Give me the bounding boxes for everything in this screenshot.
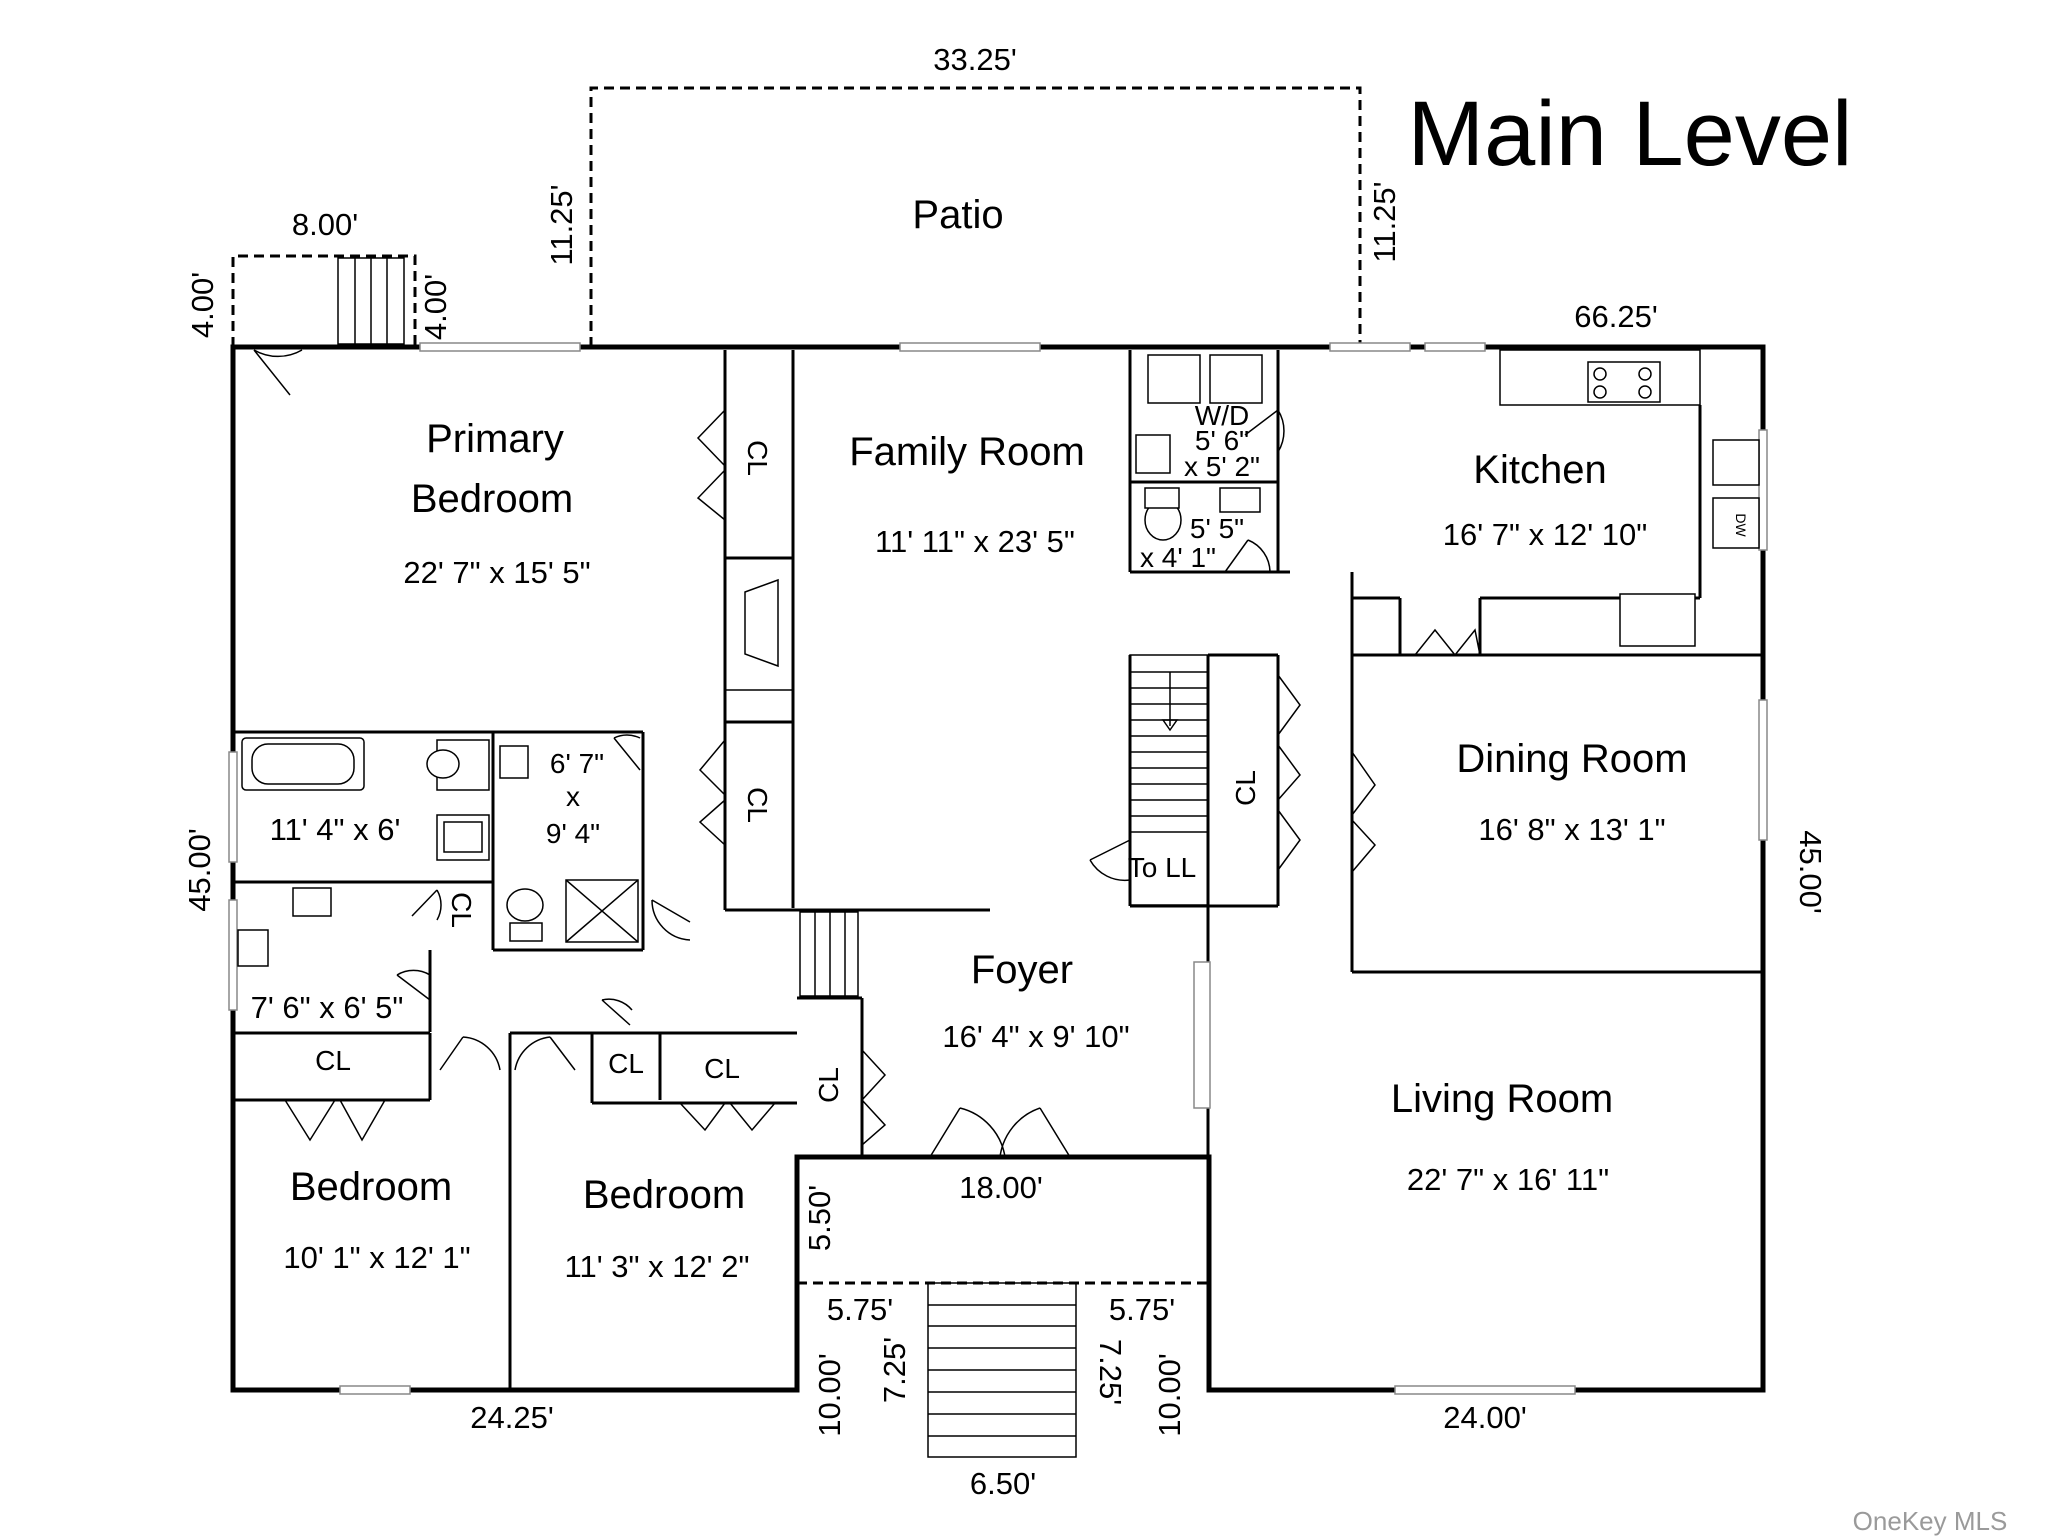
primary-bath-size: 11' 4" x 6': [270, 812, 401, 847]
laundry-size-line2: x 5' 2": [1184, 451, 1260, 482]
closet-label: CL: [704, 1053, 740, 1084]
patio-outline: [589, 86, 1362, 347]
dim-stair-depth-left: 7.25': [877, 1337, 912, 1403]
windows: [228, 342, 1768, 1395]
bedroom-3-size: 11' 3" x 12' 2": [565, 1249, 750, 1284]
closet-label: CL: [1230, 770, 1261, 806]
primary-bedroom-name-line1: Primary: [426, 417, 564, 461]
dim-house-width-top: 66.25': [1574, 299, 1658, 334]
dim-entry-width: 18.00': [959, 1170, 1043, 1205]
dim-patio-depth-left: 11.25': [544, 184, 579, 265]
family-room-size: 11' 11" x 23' 5": [875, 524, 1075, 559]
dining-room-name: Dining Room: [1456, 737, 1687, 781]
dim-stair-width: 6.50': [970, 1466, 1036, 1501]
patio-name: Patio: [912, 193, 1003, 237]
dim-walk-depth-right: 10.00': [1152, 1353, 1187, 1437]
interior-walls: [233, 350, 1763, 1390]
dim-bottom-right-width: 24.00': [1443, 1400, 1527, 1435]
half-bath-size-line1: 5' 5": [1190, 513, 1244, 544]
fireplace: [724, 557, 794, 691]
laundry-size-line1: 5' 6": [1195, 425, 1249, 456]
dim-landing-depth-left: 4.00': [185, 272, 220, 338]
plumbing-fixtures: [237, 349, 1760, 967]
dim-walk-right: 5.75': [1109, 1292, 1175, 1327]
primary-bedroom-size: 22' 7" x 15' 5": [403, 555, 590, 590]
kitchen-size: 16' 7" x 12' 10": [1443, 517, 1647, 552]
foyer-size: 16' 4" x 9' 10": [942, 1019, 1129, 1054]
dishwasher-label: DW: [1733, 513, 1749, 537]
doors: [253, 349, 1481, 1158]
closet-labels: CL CL CL CL CL CL CL CL: [315, 440, 1261, 1103]
closet-label: CL: [315, 1045, 351, 1076]
dim-landing-width: 8.00': [292, 207, 358, 242]
dim-house-depth-right: 45.00': [1793, 830, 1828, 914]
dining-room-size: 16' 8" x 13' 1": [1478, 812, 1665, 847]
living-room-name: Living Room: [1391, 1077, 1613, 1121]
closet-label: CL: [813, 1067, 844, 1103]
foyer-name: Foyer: [971, 948, 1073, 992]
dimension-labels: 33.25' 11.25' 11.25' 8.00' 4.00' 4.00' 6…: [182, 42, 1828, 1501]
room-labels: Primary Bedroom 22' 7" x 15' 5" Family R…: [251, 193, 1688, 1284]
closet-label: CL: [608, 1048, 644, 1079]
dim-walk-depth-left: 10.00': [812, 1353, 847, 1437]
kitchen-name: Kitchen: [1473, 448, 1606, 492]
dim-patio-depth-right: 11.25': [1367, 181, 1402, 262]
watermark: OneKey MLS: [1853, 1506, 2008, 1536]
closet-label: CL: [446, 892, 477, 928]
closet-label: CL: [742, 787, 773, 823]
dim-bottom-left-width: 24.25': [470, 1400, 554, 1435]
dim-landing-depth-right: 4.00': [418, 274, 453, 340]
walk-in-size-line2: x: [566, 781, 580, 812]
plan-title: Main Level: [1408, 83, 1853, 185]
stairs-to-lower-level-label: To LL: [1128, 852, 1197, 883]
walk-in-size-line1: 6' 7": [550, 748, 604, 779]
rear-landing-outline: [231, 254, 417, 347]
stair-to-lower-level: [1129, 654, 1209, 906]
bedroom-3-name: Bedroom: [583, 1173, 745, 1217]
living-room-size: 22' 7" x 16' 11": [1407, 1162, 1609, 1197]
front-steps: [927, 1282, 1077, 1458]
laundry-name: W/D: [1195, 400, 1249, 431]
family-room-name: Family Room: [849, 430, 1085, 474]
half-bath-size-line2: x 4' 1": [1140, 542, 1216, 573]
dim-house-depth-left: 45.00': [182, 828, 217, 912]
walk-in-size-line3: 9' 4": [546, 818, 600, 849]
dim-patio-width: 33.25': [933, 42, 1017, 77]
hall-bath-size: 7' 6" x 6' 5": [251, 990, 404, 1025]
dim-entry-depth: 5.50': [802, 1185, 837, 1251]
bedroom-2-size: 10' 1" x 12' 1": [283, 1240, 470, 1275]
bedroom-2-name: Bedroom: [290, 1165, 452, 1209]
closet-label: CL: [742, 440, 773, 476]
dim-walk-left: 5.75': [827, 1292, 893, 1327]
foyer-steps: [799, 911, 859, 997]
dim-stair-depth-right: 7.25': [1093, 1339, 1128, 1405]
primary-bedroom-name-line2: Bedroom: [411, 477, 573, 521]
